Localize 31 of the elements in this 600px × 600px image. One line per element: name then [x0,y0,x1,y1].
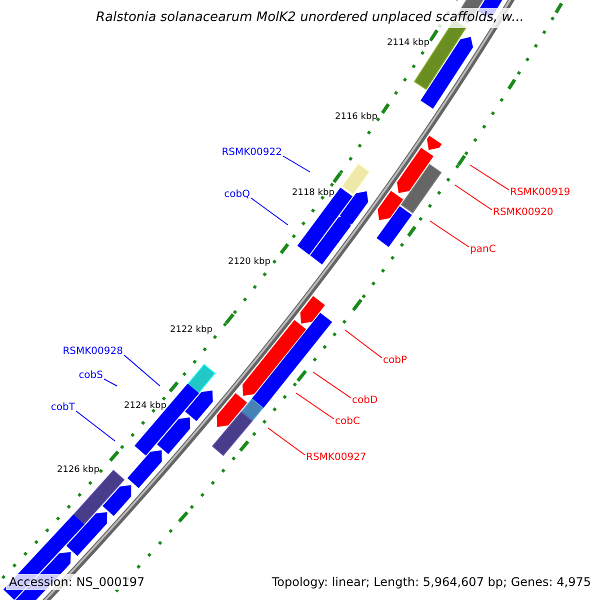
scale-label: 2124 kbp [124,401,166,412]
leader-line [344,330,382,358]
gene-label: cobT [50,402,75,414]
scale-label: 2122 kbp [170,325,212,336]
gene-label: RSMK00928 [62,346,123,358]
gene-label: cobC [335,416,360,428]
leader-line [268,428,306,456]
scale-label: 2126 kbp [57,465,100,476]
gene-label: cobP [383,355,407,367]
scale-label: 2116 kbp [335,112,378,123]
leader-line [454,184,492,210]
gene-label: RSMK00922 [222,147,282,159]
scale-label: 2114 kbp [387,38,430,49]
scale-label: 2118 kbp [292,188,334,199]
leader-line [312,372,352,398]
gene-label: RSMK00920 [493,207,554,219]
gene-label: RSMK00927 [306,452,366,464]
leader-line [124,354,160,386]
gene-label: panC [470,244,496,256]
leader-line [104,378,118,386]
leader-line [76,410,116,442]
gene-label: cobQ [224,189,250,201]
scale-label: 2120 kbp [228,257,270,268]
leader-line [250,198,288,226]
leader-line [470,164,510,190]
leader-line [282,156,310,172]
gene-label: cobD [352,395,378,407]
gene-label: RSMK00919 [510,187,570,199]
leader-line [430,220,470,248]
leader-line [296,392,334,420]
gene-label: cobS [78,370,103,382]
